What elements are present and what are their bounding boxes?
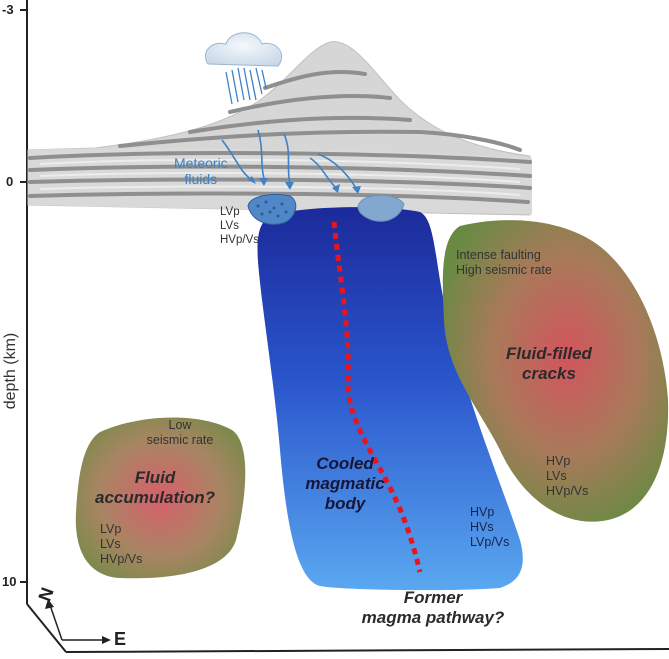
strata-highlights [39, 158, 521, 196]
left-prop-2: LVs [100, 537, 121, 551]
body-prop-2: HVs [470, 520, 494, 534]
axis-title: depth (km) [2, 332, 19, 410]
body-prop-3: LVp/Vs [470, 535, 510, 549]
magma-pathway-line [331, 221, 423, 573]
axis-slant [26, 603, 67, 653]
tick-label-zero: 0 [6, 174, 14, 189]
low-seismic-label: Low seismic rate [130, 418, 230, 448]
faulting-line-1: Intense faulting [456, 248, 541, 262]
reservoir-dots [256, 200, 288, 218]
meteoric-arrowheads [248, 176, 361, 194]
fluid-reservoir-left [247, 193, 297, 225]
body-prop-1: HVp [470, 505, 495, 519]
fluid-filled-cracks-zone [442, 220, 669, 522]
fluid-accumulation-zone [75, 417, 246, 579]
strata-lines [28, 70, 532, 204]
fluid-filled-line-2: cracks [522, 364, 576, 383]
fluid-accumulation-line-1: Fluid [134, 468, 176, 487]
rain-streaks [225, 67, 267, 105]
tick-label-bottom: 10 [2, 574, 17, 589]
fluid-filled-line-1: Fluid-filled [506, 344, 592, 363]
north-arrowhead [45, 599, 54, 609]
faulting-line-2: High seismic rate [456, 263, 552, 277]
right-prop-1: HVp [546, 454, 571, 468]
pathway-line-2: magma pathway? [361, 608, 505, 627]
fluid-filled-cracks-label: Fluid-filled cracks [506, 344, 592, 384]
right-zone-properties: HVp LVs HVp/Vs [546, 454, 588, 499]
fluid-reservoir-right [357, 194, 405, 222]
magma-pathway-label: Former magma pathway? [348, 588, 518, 628]
low-seismic-line-2: seismic rate [146, 433, 214, 447]
meteoric-line-2: fluids [184, 171, 218, 187]
conduit-prop-1: LVp [220, 206, 240, 218]
conduit-prop-3: HVp/Vs [220, 234, 259, 246]
meteoric-line-1: Meteoric [174, 155, 228, 171]
meteoric-fluids-label: Meteoric fluids [174, 155, 228, 187]
pathway-line-1: Former [403, 588, 463, 607]
fluid-accumulation-line-2: accumulation? [95, 488, 215, 507]
tick-label-top: -3 [2, 2, 14, 17]
fluid-accumulation-label: Fluid accumulation? [80, 468, 230, 508]
low-seismic-line-1: Low [168, 418, 192, 432]
cooled-magmatic-body [257, 207, 523, 591]
right-prop-2: LVs [546, 469, 567, 483]
left-zone-properties: LVp LVs HVp/Vs [100, 522, 142, 567]
conduit-properties: LVp LVs HVp/Vs [220, 205, 259, 247]
compass-east: E [114, 629, 127, 649]
axes [20, 0, 669, 653]
cooled-body-line-3: body [324, 494, 366, 513]
body-properties: HVp HVs LVp/Vs [470, 505, 509, 550]
rain-cloud-icon [204, 32, 283, 105]
meteoric-flow-arrows [221, 129, 357, 189]
east-arrowhead [102, 636, 111, 644]
left-prop-1: LVp [100, 522, 122, 536]
faulting-label: Intense faulting High seismic rate [456, 248, 552, 278]
x-axis-line [65, 648, 669, 653]
compass-arrows [45, 599, 111, 644]
cooled-body-line-1: Cooled [316, 454, 374, 473]
conduit-prop-2: LVs [220, 220, 239, 232]
cooled-body-label: Cooled magmatic body [290, 454, 400, 514]
volcano-edifice [27, 41, 532, 216]
north-arrow [49, 604, 63, 641]
left-prop-3: HVp/Vs [100, 552, 143, 566]
cooled-body-line-2: magmatic [305, 474, 385, 493]
right-prop-3: HVp/Vs [546, 484, 589, 498]
